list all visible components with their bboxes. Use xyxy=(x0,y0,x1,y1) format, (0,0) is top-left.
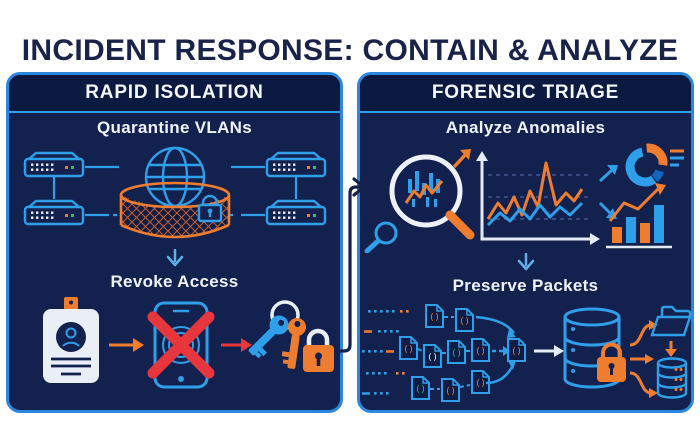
svg-text:(): () xyxy=(429,313,440,323)
x-mark-icon xyxy=(147,311,214,379)
padlock-icon xyxy=(302,328,334,372)
down-arrow-icon xyxy=(517,253,534,271)
panel-rapid-isolation: RAPID ISOLATION Quarantine VLANs xyxy=(6,72,343,413)
blocked-phone-icon xyxy=(147,301,214,389)
packet-file-icon: () xyxy=(470,370,490,394)
svg-text:(): () xyxy=(427,353,438,363)
panel-header-rapid-isolation: RAPID ISOLATION xyxy=(9,75,340,113)
packet-file-icon: () xyxy=(424,304,444,328)
packet-file-icon: () xyxy=(410,376,430,400)
packet-stream-dots xyxy=(361,310,409,395)
red-arrow-icon xyxy=(220,338,252,352)
step-label-revoke-access: Revoke Access xyxy=(110,272,239,291)
merge-arrows-icon xyxy=(475,315,516,385)
pie-chart-icon xyxy=(625,143,684,187)
packet-file-icon: () xyxy=(398,336,418,360)
svg-text:(): () xyxy=(475,347,486,357)
arrow-to-pie-icon xyxy=(598,165,618,183)
panel-title-rapid-isolation: RAPID ISOLATION xyxy=(85,82,264,103)
svg-text:(): () xyxy=(459,317,470,327)
step-label-quarantine-vlans: Quarantine VLANs xyxy=(97,118,252,137)
svg-text:(): () xyxy=(451,349,462,359)
id-badge-icon xyxy=(42,297,99,383)
network-switch-icon xyxy=(23,151,84,178)
blue-key-icon xyxy=(248,315,288,359)
network-quarantine-illustration xyxy=(23,146,326,239)
lock-icon xyxy=(197,194,222,223)
packet-file-icon: () xyxy=(470,338,490,362)
step-label-preserve-packets: Preserve Packets xyxy=(452,276,599,295)
folder-down-arrow-icon xyxy=(664,341,677,357)
anomaly-charts-illustration xyxy=(364,143,684,253)
svg-text:(): () xyxy=(445,387,456,397)
folder-icon xyxy=(649,305,691,337)
page-title: INCIDENT RESPONSE: CONTAIN & ANALYZE xyxy=(21,34,679,68)
svg-text:(): () xyxy=(403,345,414,355)
network-switch-icon xyxy=(265,199,326,226)
keys-icon xyxy=(248,300,306,369)
svg-text:(): () xyxy=(511,347,522,357)
small-database-icon xyxy=(656,357,687,399)
small-magnifier-icon xyxy=(364,221,397,253)
packet-file-icon: () xyxy=(422,344,442,368)
white-arrow-icon xyxy=(533,345,564,357)
panel-body-forensic-triage: Analyze Anomalies xyxy=(360,113,691,405)
orange-key-icon xyxy=(281,318,306,369)
panel-forensic-triage: FORENSIC TRIAGE Analyze Anomalies xyxy=(357,72,694,413)
svg-text:(): () xyxy=(475,379,486,389)
line-chart-icon xyxy=(475,151,600,245)
branch-arrows-icon xyxy=(629,320,658,398)
packet-file-icon: () xyxy=(506,338,526,362)
network-switch-icon xyxy=(23,199,84,226)
packet-file-icon: () xyxy=(446,340,466,364)
packet-capture-illustration: () () () () () () () () () () xyxy=(361,304,691,402)
packet-file-icon: () xyxy=(454,308,474,332)
bar-chart-icon xyxy=(605,183,672,249)
network-links xyxy=(52,165,297,217)
panel-title-forensic-triage: FORENSIC TRIAGE xyxy=(431,82,620,103)
database-padlock-icon xyxy=(596,342,626,382)
globe-icon xyxy=(144,146,205,208)
magnifier-icon xyxy=(389,149,474,240)
down-arrow-icon xyxy=(166,249,183,267)
orange-arrow-icon xyxy=(108,338,144,352)
trend-arrow-icon xyxy=(452,149,471,169)
revoke-access-illustration xyxy=(42,297,334,389)
panel-body-rapid-isolation: Quarantine VLANs xyxy=(9,113,340,395)
packet-files: () () () () () () () () () () xyxy=(398,304,526,402)
step-label-analyze-anomalies: Analyze Anomalies xyxy=(445,118,606,137)
svg-text:(): () xyxy=(415,385,426,395)
packet-file-icon: () xyxy=(440,378,460,402)
panel-header-forensic-triage: FORENSIC TRIAGE xyxy=(360,75,691,113)
network-switch-icon xyxy=(265,151,326,178)
